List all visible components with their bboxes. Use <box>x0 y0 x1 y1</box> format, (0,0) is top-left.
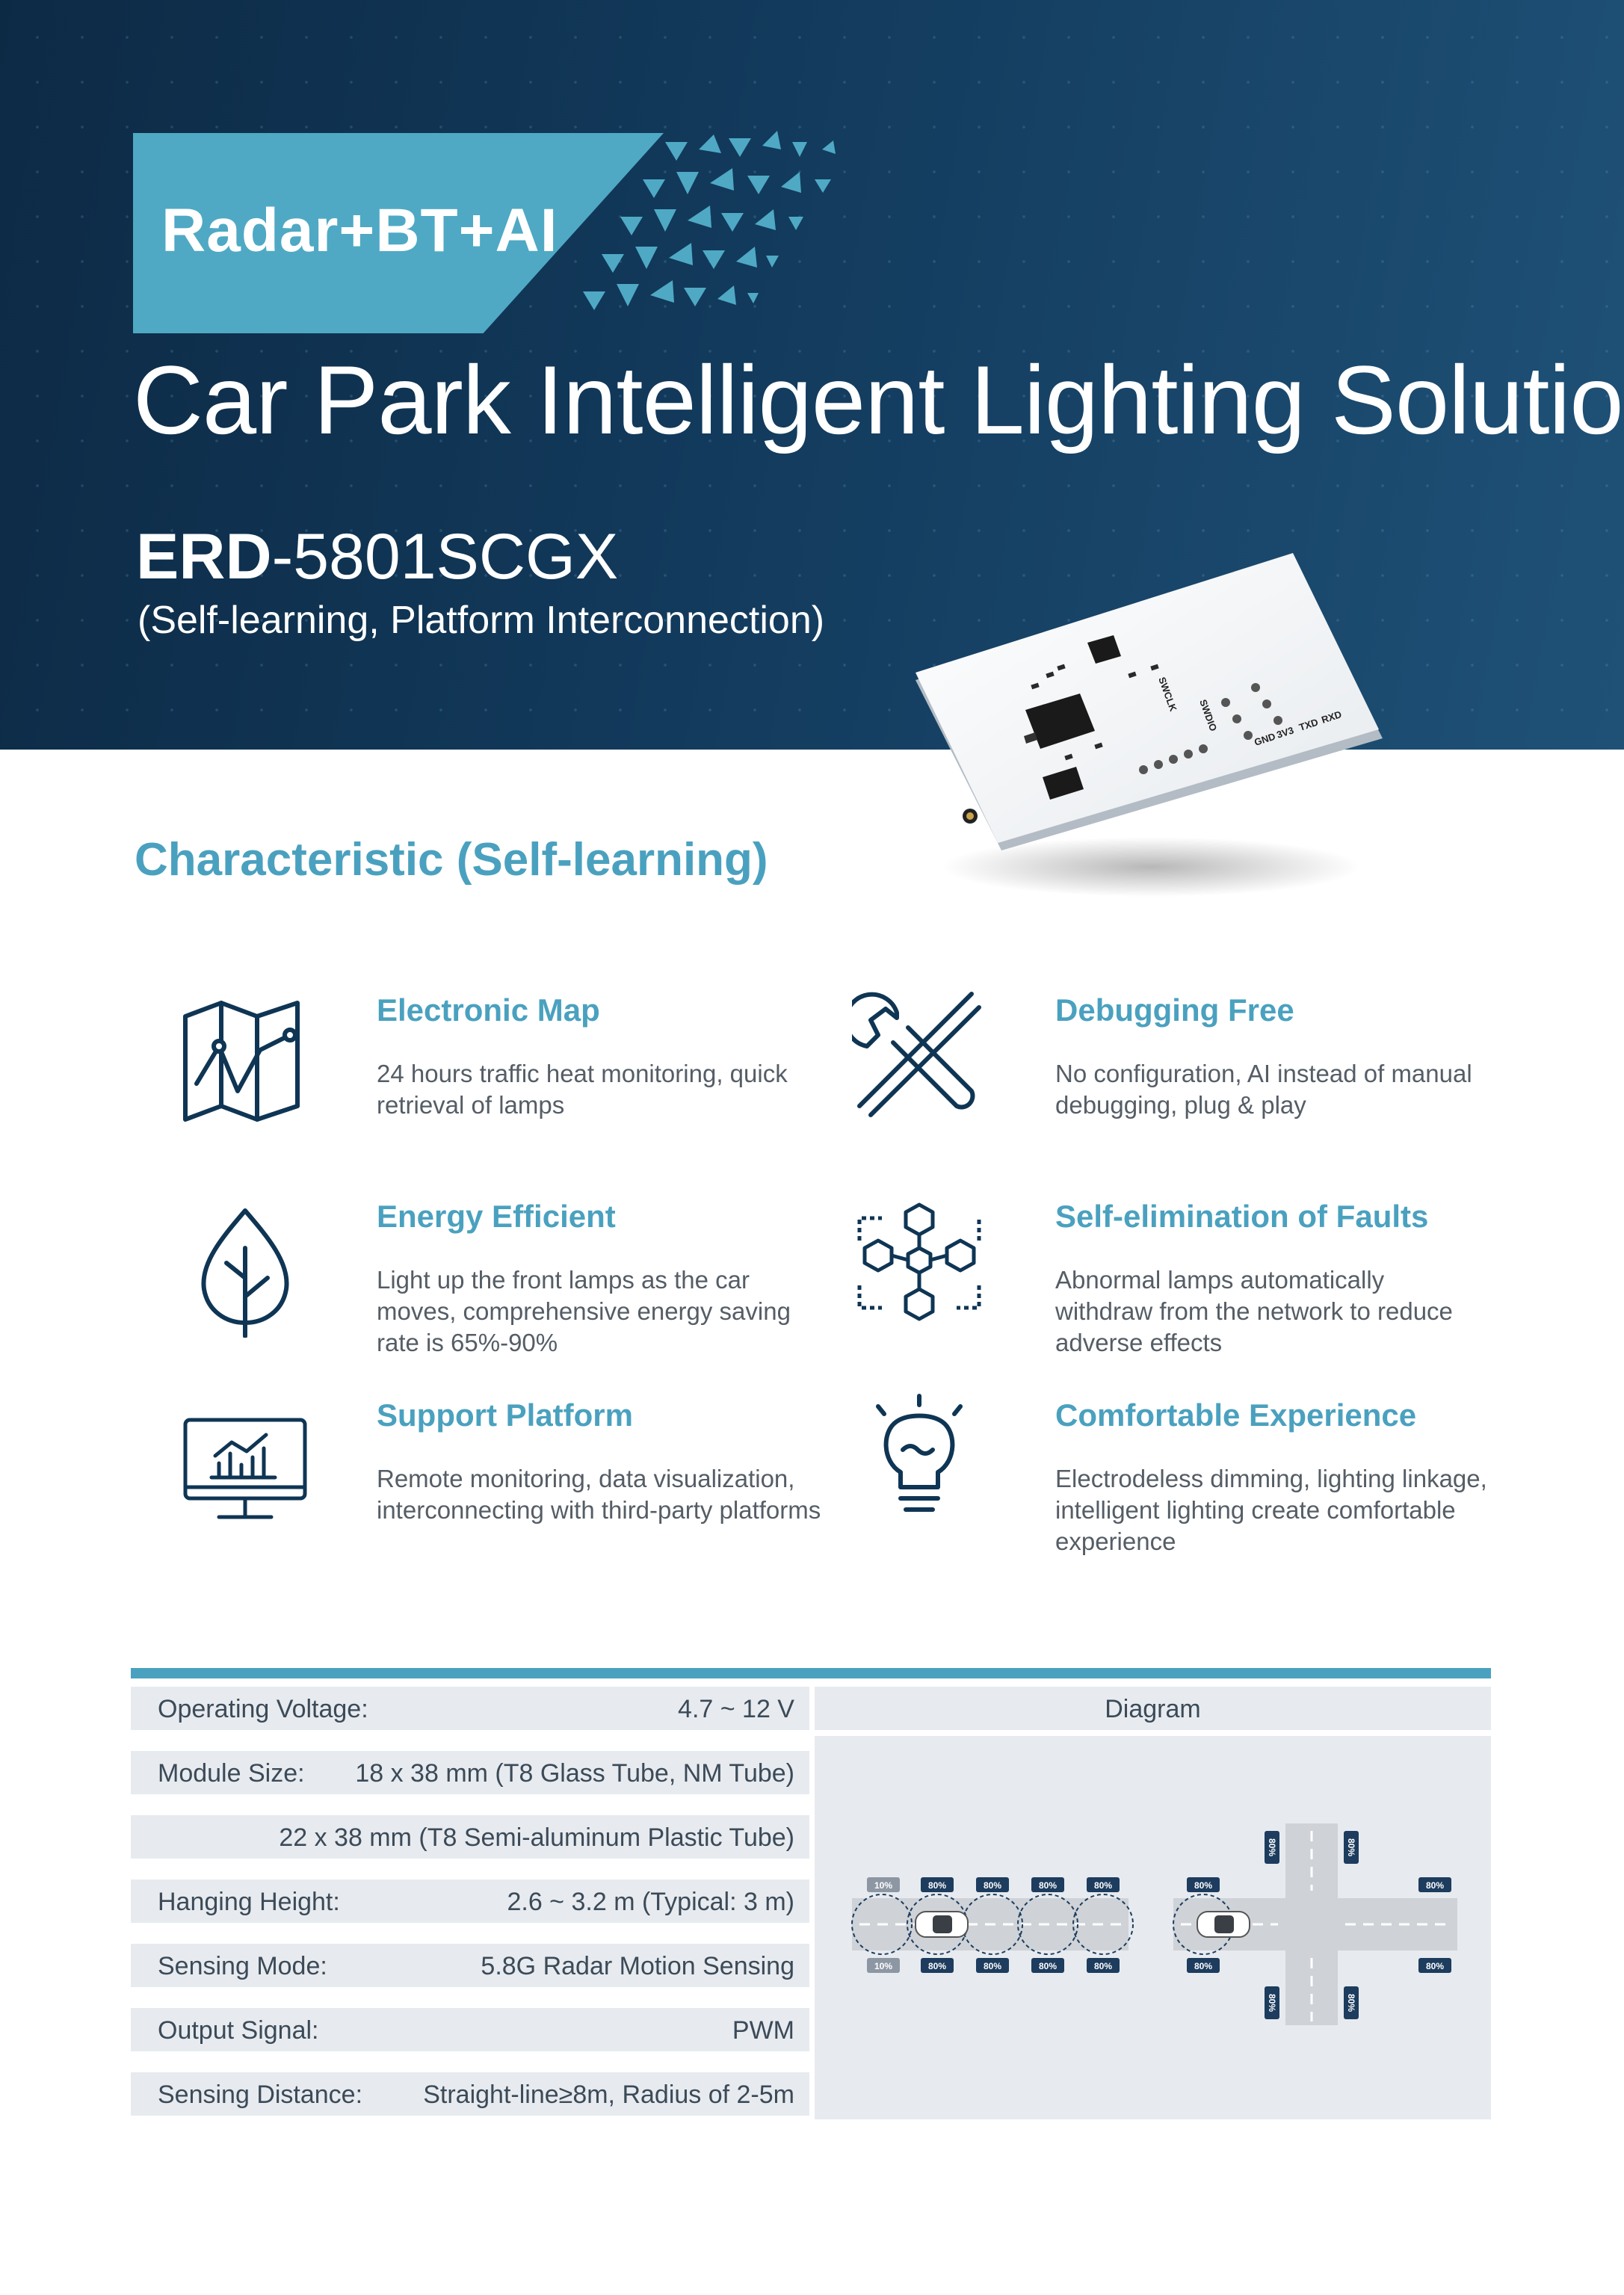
diagram-header-label: Diagram <box>1105 1695 1201 1723</box>
diagram-header: Diagram <box>815 1687 1491 1730</box>
badge-80 <box>1087 1877 1120 1892</box>
hero-banner: Radar+BT+AI Car Park Intelligent Lightin… <box>0 0 1624 750</box>
badge-80 <box>1265 1831 1279 1864</box>
sensing-zone <box>1072 1894 1134 1955</box>
triangle-pattern-decoration <box>583 131 836 310</box>
radar-module-image: GND 3V3 TXD RXD SWCLK SWDIO <box>916 553 1383 897</box>
badge-80 <box>976 1958 1009 1973</box>
badge-80 <box>1418 1958 1451 1973</box>
spec-row-sensing-mode: Sensing Mode: 5.8G Radar Motion Sensing <box>131 1944 809 1987</box>
badge-10-bottom <box>867 1958 900 1973</box>
spec-value: 18 x 38 mm (T8 Glass Tube, NM Tube) <box>355 1759 794 1788</box>
network-cubes-icon <box>857 1202 981 1321</box>
model-suffix: -5801SCGX <box>271 521 619 593</box>
badge-label: 80% <box>928 1880 946 1891</box>
badge-label: 80% <box>1194 1880 1212 1891</box>
leaf-icon <box>201 1208 289 1338</box>
badge-label: 80% <box>1194 1961 1212 1971</box>
badge-80 <box>1418 1877 1451 1892</box>
spec-value: 5.8G Radar Motion Sensing <box>481 1952 794 1980</box>
feature-title-energy-efficient: Energy Efficient <box>377 1199 616 1234</box>
monitor-chart-icon <box>183 1418 307 1519</box>
spec-label: Module Size: <box>158 1759 305 1788</box>
spec-row-output-signal: Output Signal: PWM <box>131 2008 809 2051</box>
feature-desc-support-platform: Remote monitoring, data visualization, i… <box>377 1465 821 1524</box>
feature-desc-self-elimination: Abnormal lamps automatically withdraw fr… <box>1055 1266 1453 1356</box>
spec-row-module-size: Module Size: 18 x 38 mm (T8 Glass Tube, … <box>131 1751 809 1794</box>
badge-10-top <box>867 1877 900 1892</box>
badge-label: 80% <box>984 1880 1001 1891</box>
spec-row-module-size-alt: 22 x 38 mm (T8 Semi-aluminum Plastic Tub… <box>131 1815 809 1859</box>
feature-title-comfortable-experience: Comfortable Experience <box>1055 1397 1417 1433</box>
badge-80 <box>1187 1877 1220 1892</box>
main-title: Car Park Intelligent Lighting Solution <box>133 345 1624 454</box>
feature-title-self-elimination: Self-elimination of Faults <box>1055 1199 1429 1234</box>
spec-label: Output Signal: <box>158 2016 319 2045</box>
feature-title-support-platform: Support Platform <box>377 1397 633 1433</box>
badge-80 <box>1344 1831 1359 1864</box>
feature-desc-energy-efficient: Light up the front lamps as the car move… <box>377 1266 791 1356</box>
spec-row-sensing-distance: Sensing Distance: Straight-line≥8m, Radi… <box>131 2072 809 2116</box>
sensing-zone <box>1017 1894 1078 1955</box>
lightbulb-icon <box>876 1394 963 1512</box>
badge-label: 80% <box>1039 1961 1057 1971</box>
feature-title-electronic-map: Electronic Map <box>377 992 600 1028</box>
spec-label: Operating Voltage: <box>158 1695 368 1723</box>
feature-desc-electronic-map: 24 hours traffic heat monitoring, quick … <box>377 1060 788 1119</box>
sensing-zone <box>962 1894 1023 1955</box>
badge-label: 80% <box>1426 1961 1444 1971</box>
badge-80 <box>1087 1958 1120 1973</box>
feature-title-debugging-free: Debugging Free <box>1055 992 1294 1028</box>
badge-label: 80% <box>1426 1880 1444 1891</box>
badge-label: 10% <box>874 1880 892 1891</box>
badge-label: 80% <box>984 1961 1001 1971</box>
badge-80 <box>921 1958 954 1973</box>
hero-dot-pattern <box>0 0 1624 750</box>
badge-label: 80% <box>1039 1880 1057 1891</box>
model-subtitle: (Self-learning, Platform Interconnection… <box>138 599 825 642</box>
map-icon <box>183 1001 300 1122</box>
badge-label: 80% <box>1267 1838 1277 1856</box>
table-top-bar <box>131 1668 1491 1678</box>
feature-desc-debugging-free: No configuration, AI instead of manual d… <box>1055 1060 1472 1119</box>
spec-row-operating-voltage: Operating Voltage: 4.7 ~ 12 V <box>131 1687 809 1730</box>
badge-label: 80% <box>1346 1838 1356 1856</box>
spec-value: Straight-line≥8m, Radius of 2-5m <box>423 2081 794 2109</box>
badge-80 <box>1265 1986 1279 2019</box>
model-prefix: ERD <box>136 521 272 593</box>
badge-label: 80% <box>1346 1994 1356 2012</box>
car-icon <box>915 1911 969 1938</box>
sensing-zone <box>851 1894 913 1955</box>
characteristic-section-title: Characteristic (Self-learning) <box>135 834 768 886</box>
badge-label: 80% <box>1267 1994 1277 2012</box>
badge-label: 80% <box>1094 1961 1112 1971</box>
badge-label: 80% <box>928 1961 946 1971</box>
badge-label: 10% <box>874 1961 892 1971</box>
badge-80 <box>1031 1958 1064 1973</box>
spec-label: Hanging Height: <box>158 1888 340 1916</box>
badge-80 <box>1031 1877 1064 1892</box>
model-number: ERD-5801SCGX <box>136 520 618 594</box>
pin-label-3v3: 3V3 <box>1275 724 1295 740</box>
spec-label: Sensing Distance: <box>158 2081 363 2109</box>
badge-label: 80% <box>1094 1880 1112 1891</box>
spec-value: 4.7 ~ 12 V <box>678 1695 794 1723</box>
tools-icon <box>852 992 981 1117</box>
badge-80 <box>1344 1986 1359 2019</box>
lighting-diagram: 10% 80% 80% 80% 80% 10% 80% 80% 80% 80% <box>851 1823 1457 2025</box>
badge-80 <box>976 1877 1009 1892</box>
tagline: Radar+BT+AI <box>161 197 558 265</box>
spec-value: 2.6 ~ 3.2 m (Typical: 3 m) <box>507 1888 794 1916</box>
spec-label: Sensing Mode: <box>158 1952 327 1980</box>
badge-80 <box>1187 1958 1220 1973</box>
spec-value: 22 x 38 mm (T8 Semi-aluminum Plastic Tub… <box>279 1823 794 1852</box>
feature-desc-comfortable-experience: Electrodeless dimming, lighting linkage,… <box>1055 1465 1487 1555</box>
car-icon <box>1197 1911 1250 1938</box>
spec-row-hanging-height: Hanging Height: 2.6 ~ 3.2 m (Typical: 3 … <box>131 1879 809 1923</box>
spec-value: PWM <box>732 2016 794 2045</box>
badge-80 <box>921 1877 954 1892</box>
